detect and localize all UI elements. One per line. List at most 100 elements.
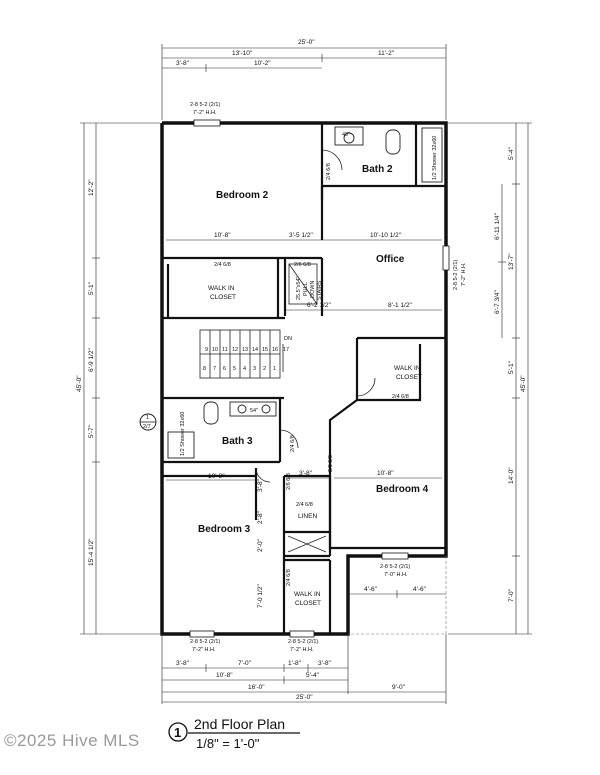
stair-step-9: 9 [205,347,208,353]
window-bed4-label-2: 7'-0" H.H. [384,572,408,578]
dim-hall-width: 3'-5 1/2" [289,232,313,239]
room-linen: LINEN [298,513,317,520]
dim-top-sub-left: 3'-8" [176,60,190,67]
window-bed4-label-1: 2-8 5-2 (2/1) [380,564,410,570]
window-bot-b-label-2: 7'-2" H.H. [290,647,314,653]
dim-office-width: 10'-10 1/2" [370,232,402,239]
window-bot-a-label-2: 7'-2" H.H. [192,647,216,653]
dim-bottom-16: 16'-0" [248,684,265,691]
stair-step-11: 11 [222,347,228,353]
title-scale: 1/8" = 1'-0" [196,736,260,751]
door-bed4: 2/6 6/8 [328,455,334,472]
interior-walls [162,123,446,634]
stair-step-7: 7 [213,366,216,372]
window-bot-b-label-1: 2-8 5-2 (2/1) [288,639,318,645]
dim-left-1: 12'-2" [88,179,95,196]
dim-bottom-sub-3: 1'-8" [288,660,302,667]
section-marker-bottom: 2/7 [143,424,151,430]
bath3-toilet [203,401,219,425]
closet-b-label-2: CLOSET [396,374,422,381]
dim-left-5: 15'-4 1/2" [88,538,95,566]
door-bath2: 2/4 6/8 [326,163,332,180]
dim-bed3-hall-1: 3'-8" [257,478,264,492]
dim-left-overall: 45'-0" [76,375,83,392]
door-closet-b: 2/4 6/8 [392,394,409,400]
dim-bed3-hall-3: 2'-0" [257,538,264,552]
pds-label-4: STAIRS [317,280,323,300]
window-bot-a-label-1: 2-8 5-2 (2/1) [190,639,220,645]
stair-step-6: 6 [223,366,226,372]
stair-step-5: 5 [233,366,236,372]
dim-bottom-overall: 25'-0" [296,694,313,701]
dim-top-overall: 25'-0" [298,39,315,46]
stair-dn-label: DN [284,336,292,342]
dim-top-right: 11'-2" [378,50,395,57]
dim-bed3-hall-2: 2'-8" [257,510,264,524]
window-top-label-1: 2-8 5-2 (2/1) [190,102,220,108]
dim-left-2: 5'-1" [88,281,95,295]
bath2-shower-label: 1/2 Shower 32x60 [432,136,438,180]
dim-bed3-closet-h: 7'-0 1/2" [257,584,264,608]
stair-step-14: 14 [252,347,258,353]
dim-right-2: 6'-11 1/4" [494,212,501,240]
pds-label-1: 25.5"x54" [296,276,302,300]
door-bath3: 2/4 6/8 [290,435,296,452]
room-office: Office [376,254,405,265]
room-bath3: Bath 3 [222,436,253,447]
dim-bottom-sub-1: 3'-8" [176,660,190,667]
dim-right-overall: 45'-0" [520,375,527,392]
dim-bottom-right-1: 4'-6" [364,586,378,593]
stair-step-12: 12 [232,347,238,353]
bath2-vanity-label: 48" [342,132,350,138]
dim-bedroom3-width: 10'-8" [208,473,225,480]
title-name: 2nd Floor Plan [194,716,285,732]
left-dimensions: 45'-0" 12'-2" 5'-1" 6'-9 1/2" 5'-7" 15'-… [76,122,160,635]
dim-bottom-right-2: 4'-6" [413,586,427,593]
room-bath2: Bath 2 [362,164,393,175]
right-dimensions: 45'-0" 5'-4" 13'-7" 5'-1" 14'-0" 7'-0" 6… [448,122,532,635]
stair-step-4: 4 [243,366,246,372]
bath3-vanity-label: 54" [250,408,258,414]
dim-right-6: 14'-0" [508,467,515,484]
bath3-shower [167,431,195,459]
dim-top-sub-mid: 10'-2" [254,60,271,67]
bath3-shower-label: 1/2 Shower 32x60 [180,412,186,456]
title-block: 1 2nd Floor Plan 1/8" = 1'-0" [168,716,300,751]
stair-step-2: 2 [263,366,266,372]
dim-bottom-9: 9'-0" [392,684,406,691]
closet-c-label-1: WALK IN [294,591,321,598]
bath2-shower [421,127,443,183]
dim-right-5: 5'-1" [508,360,515,374]
bath2-toilet [385,129,401,155]
dim-linen-width: 3'-8" [299,470,313,477]
section-marker: 1 2/7 [139,413,157,431]
top-dimensions: 25'-0" 13'-10" 11'-2" 3'-8" 10'-2" [161,39,447,120]
stair-step-16: 16 [272,347,278,353]
dim-left-4: 5'-7" [88,424,95,438]
door-closet-a: 2/4 6/8 [214,262,231,268]
dim-bottom-mid-2: 5'-4" [306,672,320,679]
dim-right-7: 7'-0" [508,588,515,602]
dim-right-3: 6'-7 3/4" [494,290,501,314]
dim-bottom-sub-4: 3'-8" [318,660,332,667]
door-office: 2/6 6/8 [294,262,311,268]
stair-step-13: 13 [242,347,248,353]
section-marker-top: 1 [146,415,149,421]
dim-office-lower: 8'-1 1/2" [388,302,412,309]
interior-dimensions: 10'-8" 3'-5 1/2" 10'-10 1/2" 6'-2 1/2" 8… [166,232,446,608]
closet-a-label-1: WALK IN [208,285,235,292]
bottom-dimensions: 3'-8" 7'-0" 1'-8" 3'-8" 10'-8" 5'-4" 16'… [161,634,447,704]
stair-step-8: 8 [203,366,206,372]
dim-right-4: 13'-7" [508,253,515,270]
room-bedroom3: Bedroom 3 [198,524,251,535]
stair-step-10: 10 [212,347,218,353]
title-number: 1 [174,725,181,740]
staircase: DN 9 10 11 12 13 14 15 16 17 8 7 6 5 4 3… [199,329,292,379]
dim-bedroom4-width: 10'-8" [377,470,394,477]
dim-hall-lower: 6'-2 1/2" [307,302,331,309]
stair-step-15: 15 [262,347,268,353]
dim-bottom-sub-2: 7'-0" [238,660,252,667]
closet-b-label-1: WALK IN [394,365,421,372]
stair-step-1: 1 [273,366,276,372]
